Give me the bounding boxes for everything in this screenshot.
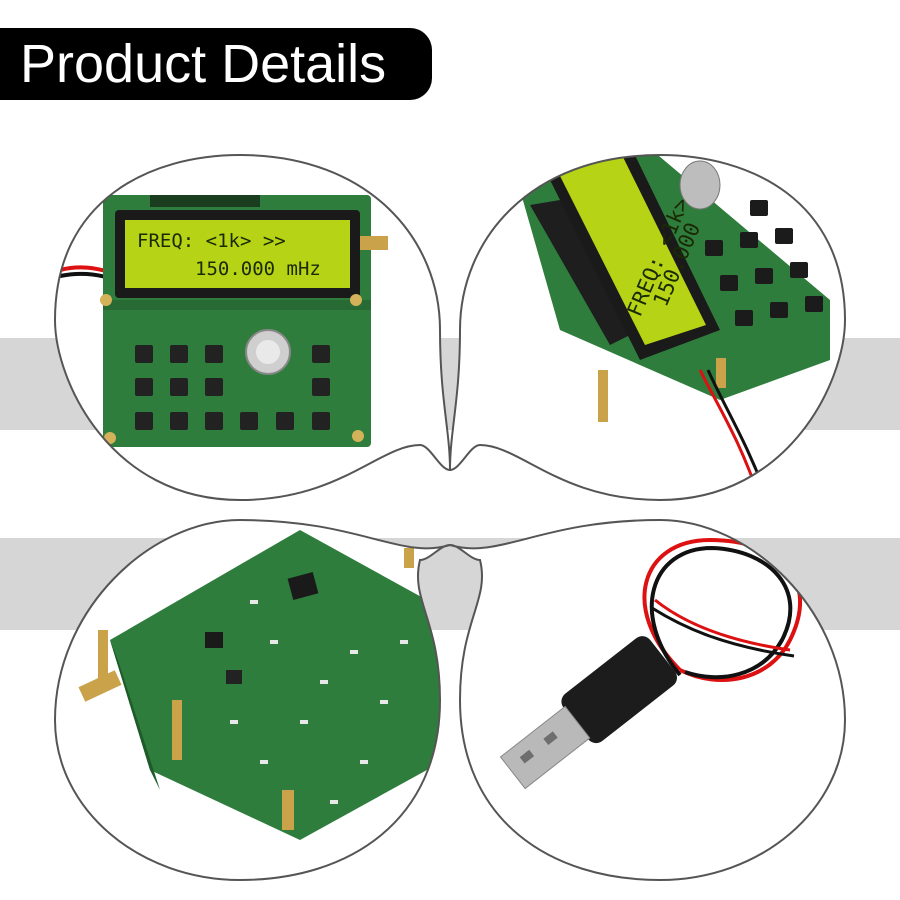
sma-connector [78,670,122,702]
lcd-screen [125,220,350,288]
ic-chip [287,572,319,600]
rotary-knob [679,160,721,210]
lcd-line-1: FREQ: <1k> >> [137,230,286,252]
page-title: Product Details [20,34,387,94]
title-banner [0,28,432,100]
lcd-line-2: 150.000 mHz [195,258,321,280]
usb-plug [499,636,677,790]
keypad-buttons [705,200,823,326]
ic-chip [205,632,223,648]
panel-bottom-left [53,518,451,882]
ic-chip [226,670,242,684]
keypad-buttons [135,345,330,430]
panel-top-right: FREQ: <1k> 150.000 [448,153,847,502]
panel-top-left: FREQ: <1k> >> 150.000 mHz [53,153,452,502]
sma-connector [360,236,388,250]
panel-bottom-right [449,518,847,882]
lcd-screen [558,155,706,345]
